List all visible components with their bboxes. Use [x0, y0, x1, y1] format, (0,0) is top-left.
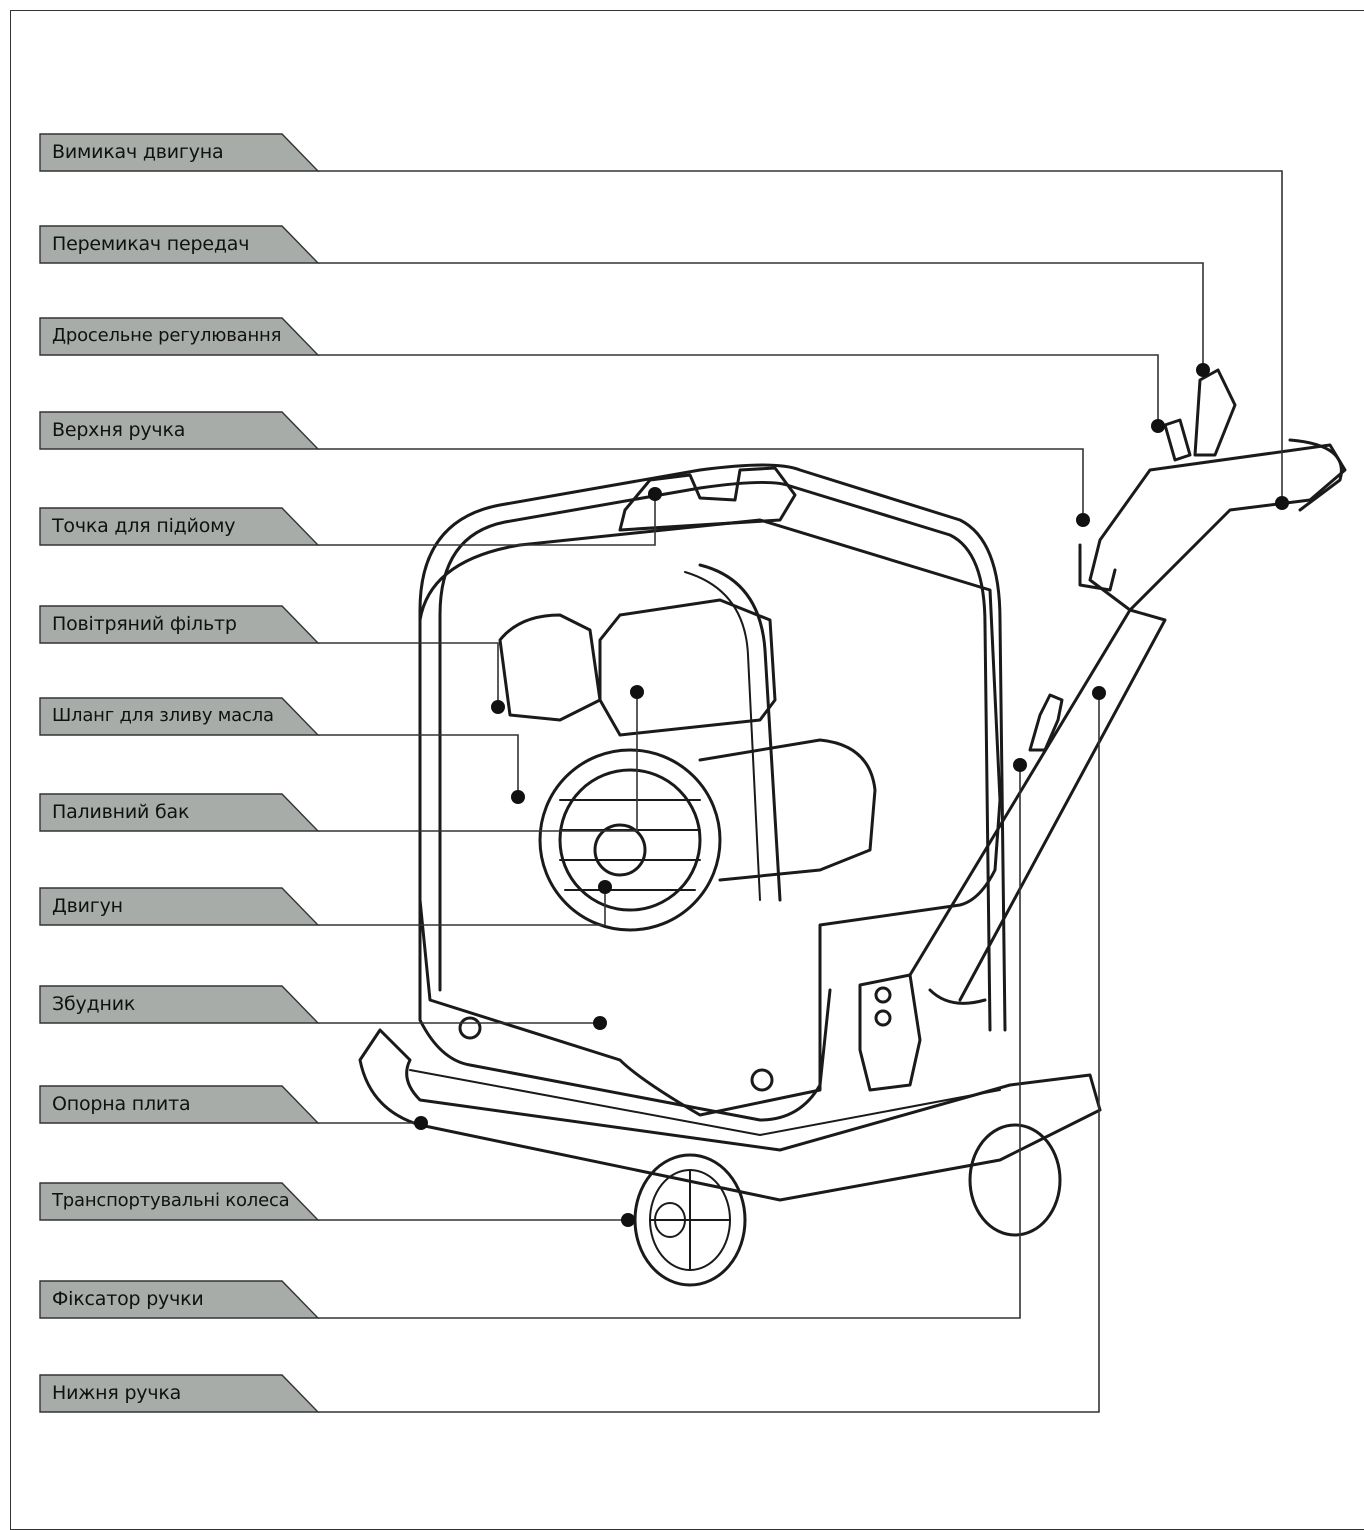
tab-throttle — [39, 317, 320, 356]
dot-fuel-tank — [630, 685, 644, 699]
leader-lifting-point — [318, 494, 656, 546]
tab-base-plate — [39, 1085, 320, 1124]
dot-engine — [598, 880, 612, 894]
dot-handle-lock — [1013, 758, 1027, 772]
label-base-plate: Опорна плита — [52, 1093, 191, 1115]
engine-housing — [418, 518, 1002, 1117]
dot-throttle — [1151, 419, 1165, 433]
handle-lock-knob — [1028, 693, 1064, 752]
wheel-rear — [968, 1123, 1062, 1237]
label-upper-handle: Верхня ручка — [52, 419, 186, 441]
label-gear-shift: Перемикач передач — [52, 233, 250, 255]
tab-engine-switch — [39, 133, 320, 172]
label-throttle: Дросельне регулювання — [52, 325, 282, 346]
leader-fuel-tank — [318, 692, 638, 832]
leader-air-filter — [318, 642, 499, 707]
base-plate-shape — [358, 1028, 1102, 1202]
tab-exciter — [39, 985, 320, 1024]
gear-lever — [1193, 368, 1237, 457]
lower-handle-tube — [908, 608, 1167, 1002]
label-lower-handle: Нижня ручка — [52, 1382, 182, 1404]
engine-starter-hub — [593, 823, 647, 877]
label-fuel-tank: Паливний бак — [52, 801, 190, 823]
engine-starter-mid — [558, 768, 702, 912]
leader-handle-lock — [318, 765, 1021, 1319]
leader-lower-handle — [318, 693, 1100, 1413]
dot-lifting-point — [648, 487, 662, 501]
leader-gear-shift — [318, 262, 1204, 370]
label-oil-drain-hose: Шланг для зливу масла — [52, 705, 274, 726]
dot-lower-handle — [1092, 686, 1106, 700]
tab-upper-handle — [39, 411, 320, 450]
throttle-lever — [1163, 418, 1192, 462]
label-engine: Двигун — [52, 895, 123, 917]
tab-transport-wheels — [39, 1182, 320, 1221]
dot-exciter — [593, 1016, 607, 1030]
plate-compactor-drawing — [358, 368, 1347, 1287]
dot-base-plate — [414, 1116, 428, 1130]
engine-starter-outer — [538, 748, 722, 932]
leader-throttle — [318, 354, 1159, 426]
label-engine-switch: Вимикач двигуна — [52, 141, 224, 163]
protective-frame-inner — [438, 480, 992, 1032]
engine-block — [698, 738, 877, 882]
label-transport-wheels: Транспортувальні колеса — [52, 1190, 290, 1211]
dot-oil-drain-hose — [511, 790, 525, 804]
fuel-tank-shape — [598, 598, 777, 737]
dot-air-filter — [491, 700, 505, 714]
label-handle-lock: Фіксатор ручки — [52, 1288, 204, 1310]
protective-frame — [418, 463, 1007, 1032]
engine-rollbar — [698, 563, 782, 902]
upper-handle-tube — [1088, 443, 1347, 612]
dot-gear-shift — [1196, 363, 1210, 377]
tab-oil-drain-hose — [39, 697, 320, 736]
leader-engine-switch — [318, 170, 1283, 503]
tab-gear-shift — [39, 225, 320, 264]
leader-engine — [318, 887, 606, 926]
leader-upper-handle — [318, 448, 1084, 520]
tab-lower-handle — [39, 1374, 320, 1413]
tab-air-filter — [39, 605, 320, 644]
label-air-filter: Повітряний фільтр — [52, 613, 237, 635]
air-filter-shape — [498, 613, 602, 722]
lifting-eye — [618, 466, 797, 532]
exciter-body — [418, 978, 832, 1122]
tab-lifting-point — [39, 507, 320, 546]
tab-fuel-tank — [39, 793, 320, 832]
tab-handle-lock — [39, 1280, 320, 1319]
dot-upper-handle — [1076, 513, 1090, 527]
tab-engine — [39, 887, 320, 926]
label-lifting-point: Точка для підйому — [52, 515, 236, 537]
dot-engine-switch — [1275, 496, 1289, 510]
dot-transport-wheels — [621, 1213, 635, 1227]
label-exciter: Збудник — [52, 993, 136, 1015]
leader-oil-drain-hose — [318, 734, 519, 797]
